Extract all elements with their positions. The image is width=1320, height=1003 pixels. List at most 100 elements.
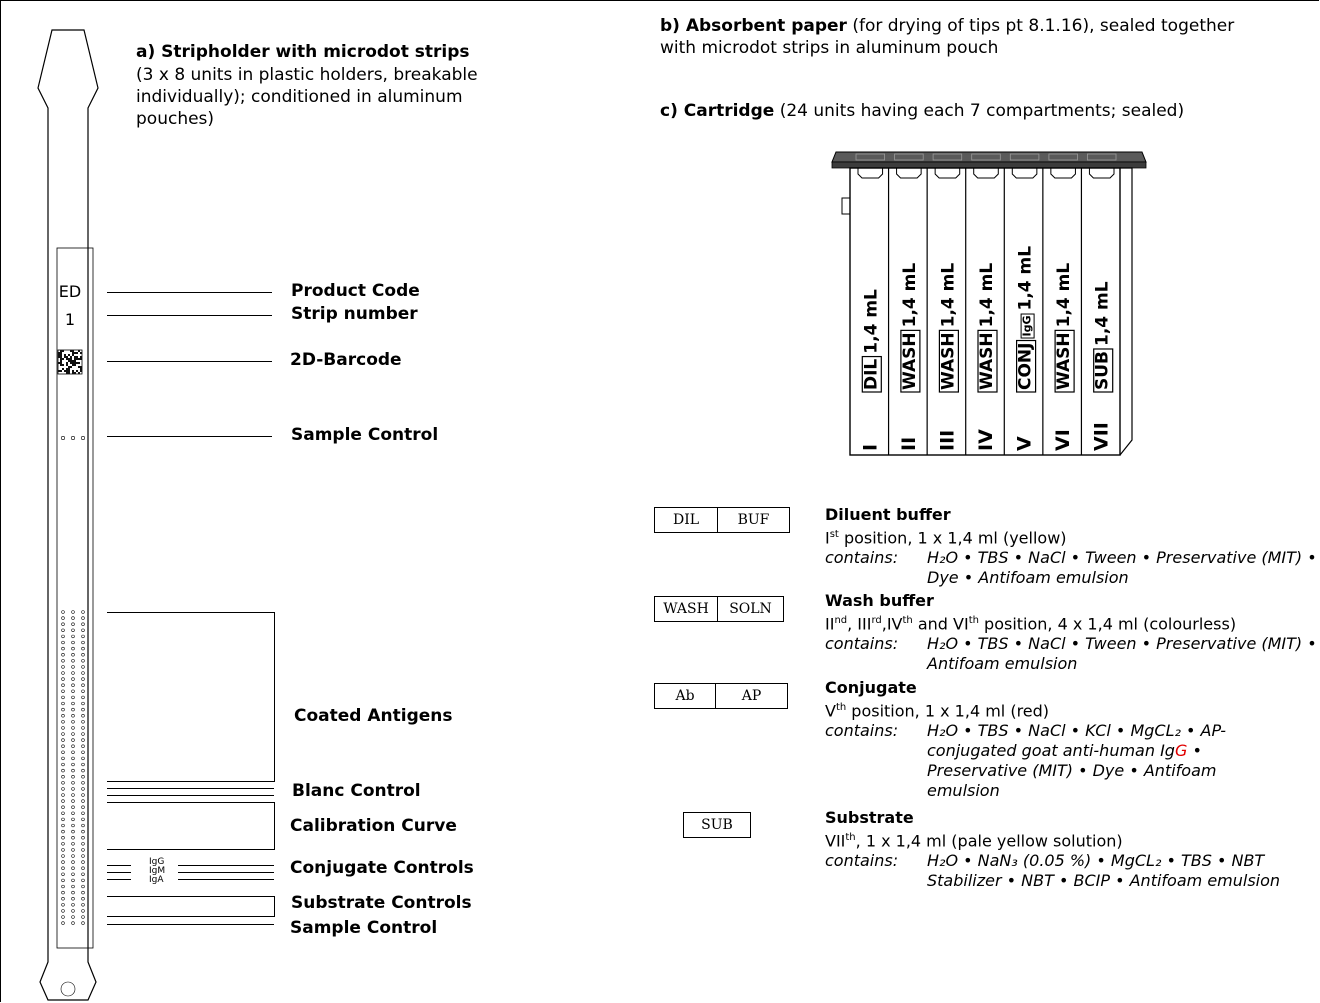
cartridge-compartment: WASH1,4 mL II <box>887 168 922 455</box>
diluent-position: Ist position, 1 x 1,4 ml (yellow) <box>825 528 1067 548</box>
barcode-icon <box>57 349 83 375</box>
leader-sample-control-bottom <box>107 924 274 925</box>
sym-dil-buf: DIL BUF <box>654 507 790 533</box>
leader-strip-number <box>107 315 272 316</box>
leader-sample-control <box>107 436 272 437</box>
stripholder-desc-2: individually); conditioned in aluminum <box>136 87 463 107</box>
label-barcode: 2D-Barcode <box>290 350 402 370</box>
stripholder-desc-3: pouches) <box>136 109 215 129</box>
reagent-conjugate: Conjugate Vth position, 1 x 1,4 ml (red)… <box>825 678 1320 801</box>
svg-text:III: III <box>936 430 958 451</box>
wash-name: Wash buffer <box>825 591 934 610</box>
svg-text:WASH1,4 mL: WASH1,4 mL <box>1054 263 1074 390</box>
cartridge-compartment: SUB1,4 mL VII <box>1080 168 1115 455</box>
cartridge-lid <box>831 151 1147 163</box>
cartridge-heading: c) Cartridge (24 units having each 7 com… <box>660 101 1184 121</box>
reagent-diluent: Diluent buffer Ist position, 1 x 1,4 ml … <box>825 505 1320 588</box>
label-calibration-curve: Calibration Curve <box>290 816 457 836</box>
label-blanc-control: Blanc Control <box>292 781 421 801</box>
conj-mark-igg: IgG <box>149 857 165 867</box>
conj-mark-igm: IgM <box>149 866 166 876</box>
sym-ap: AP <box>715 684 787 708</box>
leader-blanc-1 <box>107 788 274 789</box>
svg-text:SUB1,4 mL: SUB1,4 mL <box>1093 281 1113 390</box>
strip-window <box>56 247 94 949</box>
stripholder-desc-1: (3 x 8 units in plastic holders, breakab… <box>136 65 478 85</box>
cartridge-rest: (24 units having each 7 compartments; se… <box>774 101 1185 121</box>
sym-wash-soln: WASH SOLN <box>654 596 784 622</box>
absorbent-line-2: with microdot strips in aluminum pouch <box>660 38 999 58</box>
leader-barcode <box>107 361 272 362</box>
sym-ab: Ab <box>675 688 695 704</box>
sym-sub: SUB <box>683 812 751 838</box>
wash-contains-label: contains: <box>825 634 899 654</box>
strip-end-circle <box>60 981 76 997</box>
label-substrate-controls: Substrate Controls <box>291 893 472 913</box>
substrate-contains: H₂O • NaN₃ (0.05 %) • MgCL₂ • TBS • NBT … <box>927 851 1281 891</box>
label-coated-antigens: Coated Antigens <box>294 706 453 726</box>
sym-dil: DIL <box>672 512 700 528</box>
leader-igg <box>107 865 131 866</box>
svg-text:DIL1,4 mL: DIL1,4 mL <box>861 289 881 390</box>
label-sample-control-top: Sample Control <box>291 425 439 445</box>
wash-position: IInd, IIIrd,IVth and VIth position, 4 x … <box>825 614 1237 634</box>
sym-ab-ap: Ab AP <box>654 683 788 709</box>
bracket-substrate <box>107 896 275 917</box>
absorbent-line-1: b) Absorbent paper (for drying of tips p… <box>660 16 1234 36</box>
label-sample-control-bottom: Sample Control <box>290 918 438 938</box>
svg-text:VI: VI <box>1052 429 1074 451</box>
sym-buf: BUF <box>717 508 789 532</box>
microdot-array <box>61 610 85 925</box>
stripholder-title: a) Stripholder with microdot strips <box>136 42 470 62</box>
conjugate-name: Conjugate <box>825 678 917 697</box>
strip-outline <box>37 29 99 1001</box>
label-strip-number: Strip number <box>291 304 418 324</box>
svg-text:WASH1,4 mL: WASH1,4 mL <box>900 263 920 390</box>
svg-text:WASH1,4 mL: WASH1,4 mL <box>977 263 997 390</box>
cartridge-compartment: DIL1,4 mL I <box>857 168 884 451</box>
sym-wash: WASH <box>663 601 709 617</box>
sample-control-dots <box>60 435 86 440</box>
sym-soln: SOLN <box>717 597 783 621</box>
svg-text:I: I <box>859 444 881 451</box>
leader-product-code <box>107 292 272 293</box>
conjugate-contains-label: contains: <box>825 721 899 741</box>
leader-iga <box>107 879 131 880</box>
leader-igg-r <box>178 865 274 866</box>
absorbent-rest: (for drying of tips pt 8.1.16), sealed t… <box>846 16 1235 36</box>
leader-igm-r <box>178 872 274 873</box>
diluent-contains: H₂O • TBS • NaCl • Tween • Preservative … <box>927 548 1317 588</box>
conj-mark-iga: IgA <box>149 875 164 885</box>
absorbent-title: b) Absorbent paper <box>660 16 847 36</box>
diluent-contains-label: contains: <box>825 548 899 568</box>
sym-sub-label: SUB <box>701 817 733 833</box>
cartridge-body <box>849 167 1121 456</box>
leader-iga-r <box>178 879 274 880</box>
svg-text:VII: VII <box>1091 422 1113 451</box>
cartridge-compartment: CONJIgG1,4 mLV <box>1003 168 1038 455</box>
label-product-code: Product Code <box>291 281 420 301</box>
bracket-coated-antigens <box>107 612 275 782</box>
svg-text:CONJIgG1,4 mL: CONJIgG1,4 mL <box>1016 246 1036 390</box>
leader-igm <box>107 872 131 873</box>
conjugate-contains: H₂O • TBS • NaCl • KCl • MgCL₂ • AP-conj… <box>927 721 1227 801</box>
conjugate-position: Vth position, 1 x 1,4 ml (red) <box>825 701 1050 721</box>
strip-number: 1 <box>64 310 76 329</box>
wash-contains: H₂O • TBS • NaCl • Tween • Preservative … <box>927 634 1317 674</box>
strip-holder <box>37 29 99 1001</box>
cartridge-compartment: WASH1,4 mL VI <box>1042 168 1076 455</box>
cartridge-title: c) Cartridge <box>660 101 775 121</box>
bracket-calibration <box>107 802 275 850</box>
substrate-contains-label: contains: <box>825 851 899 871</box>
strip-code: ED <box>58 282 82 301</box>
svg-text:II: II <box>898 437 920 451</box>
leader-blanc-2 <box>107 795 274 796</box>
substrate-name: Substrate <box>825 808 914 827</box>
cartridge-compartment: WASH1,4 mL III <box>926 168 961 455</box>
svg-text:WASH1,4 mL: WASH1,4 mL <box>938 263 958 390</box>
label-conjugate-controls: Conjugate Controls <box>290 858 474 878</box>
substrate-position: VIIth, 1 x 1,4 ml (pale yellow solution) <box>825 831 1123 851</box>
